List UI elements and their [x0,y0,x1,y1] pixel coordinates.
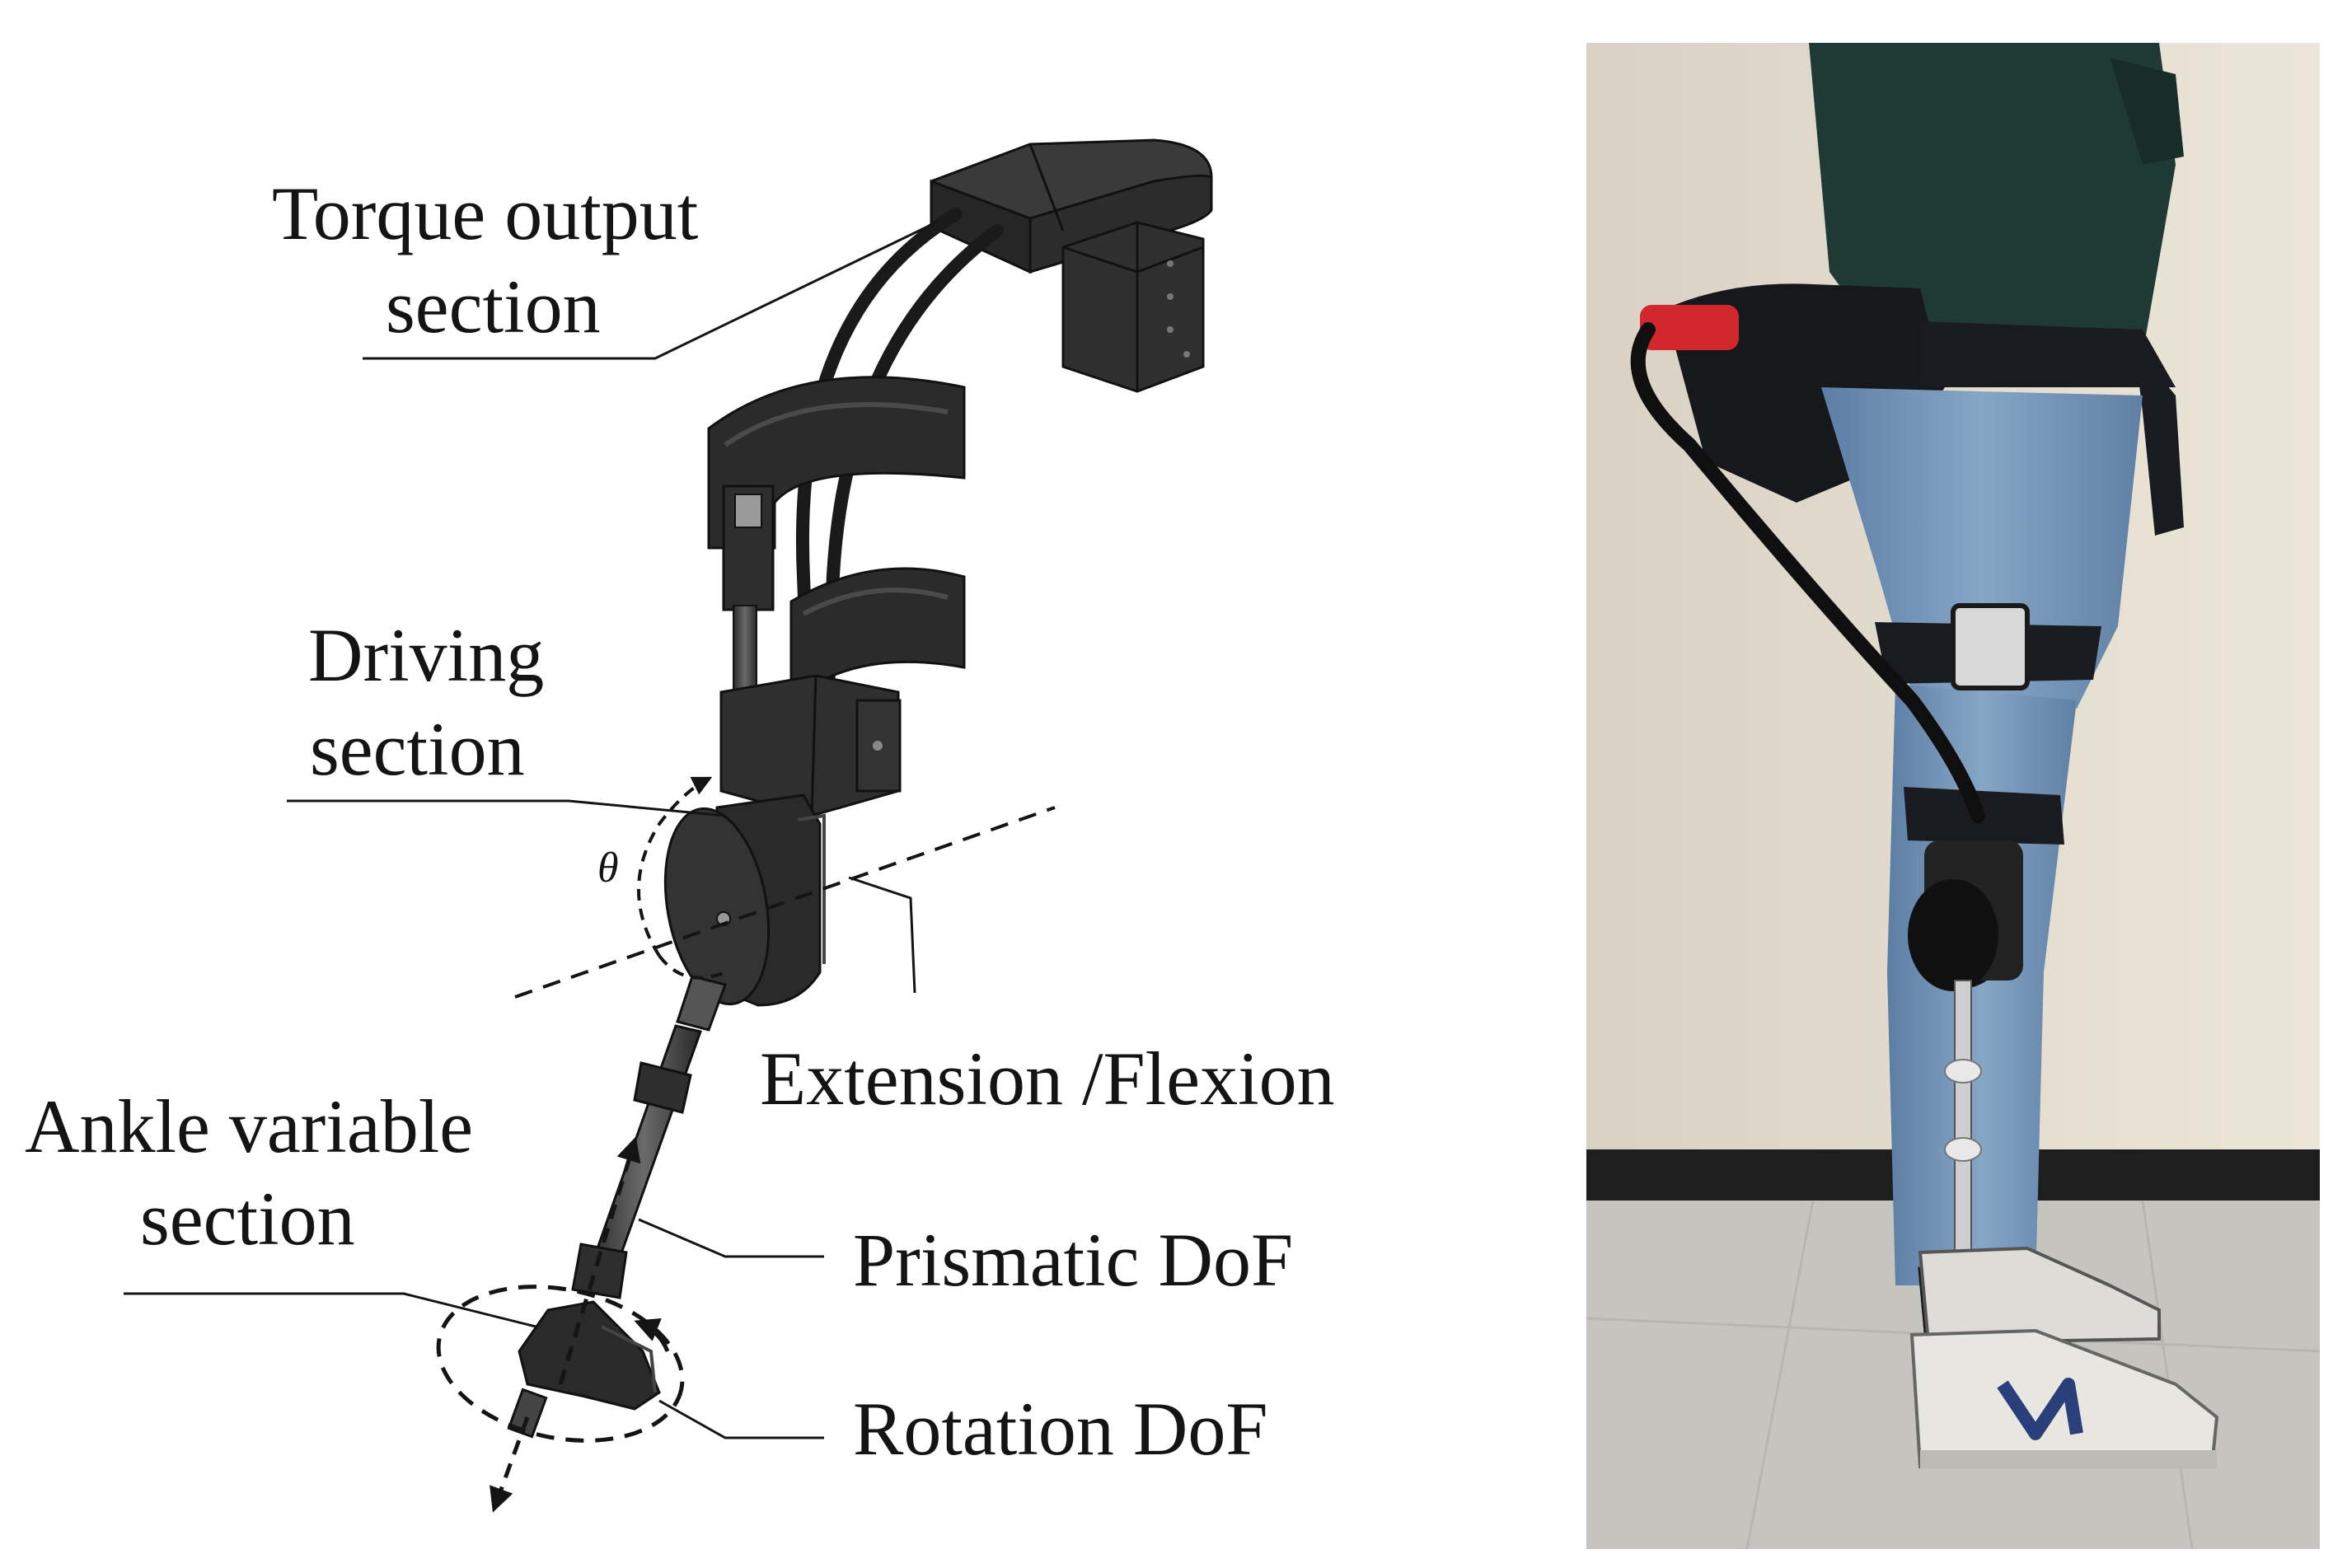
thigh-strap-lower [789,567,966,686]
leader-lines [124,219,940,1439]
knee-joint [663,793,826,1007]
ankle-unit [507,1300,661,1439]
photo-panel [1586,43,2320,1549]
cad-diagram: Torque output section Driving section θ … [25,138,1335,1513]
label-ankle-variable-line1: Ankle variable [25,1084,473,1168]
driving-actuator [719,484,902,817]
label-extension-flexion: Extension /Flexion [760,1037,1335,1121]
person-wearing-exoskeleton [1630,43,2219,1469]
shank-rod [571,975,727,1299]
label-torque-output-line2: section [386,264,601,349]
label-driving-line1: Driving [308,613,544,697]
label-ankle-variable-line2: section [140,1177,355,1261]
torque-output-unit [930,138,1213,393]
motion-annotations [436,776,1056,1513]
label-theta: θ [597,845,619,892]
label-prismatic-dof: Prismatic DoF [853,1218,1293,1302]
label-torque-output-line1: Torque output [272,171,699,255]
label-rotation-dof: Rotation DoF [853,1387,1267,1471]
label-driving-line2: section [310,707,525,791]
